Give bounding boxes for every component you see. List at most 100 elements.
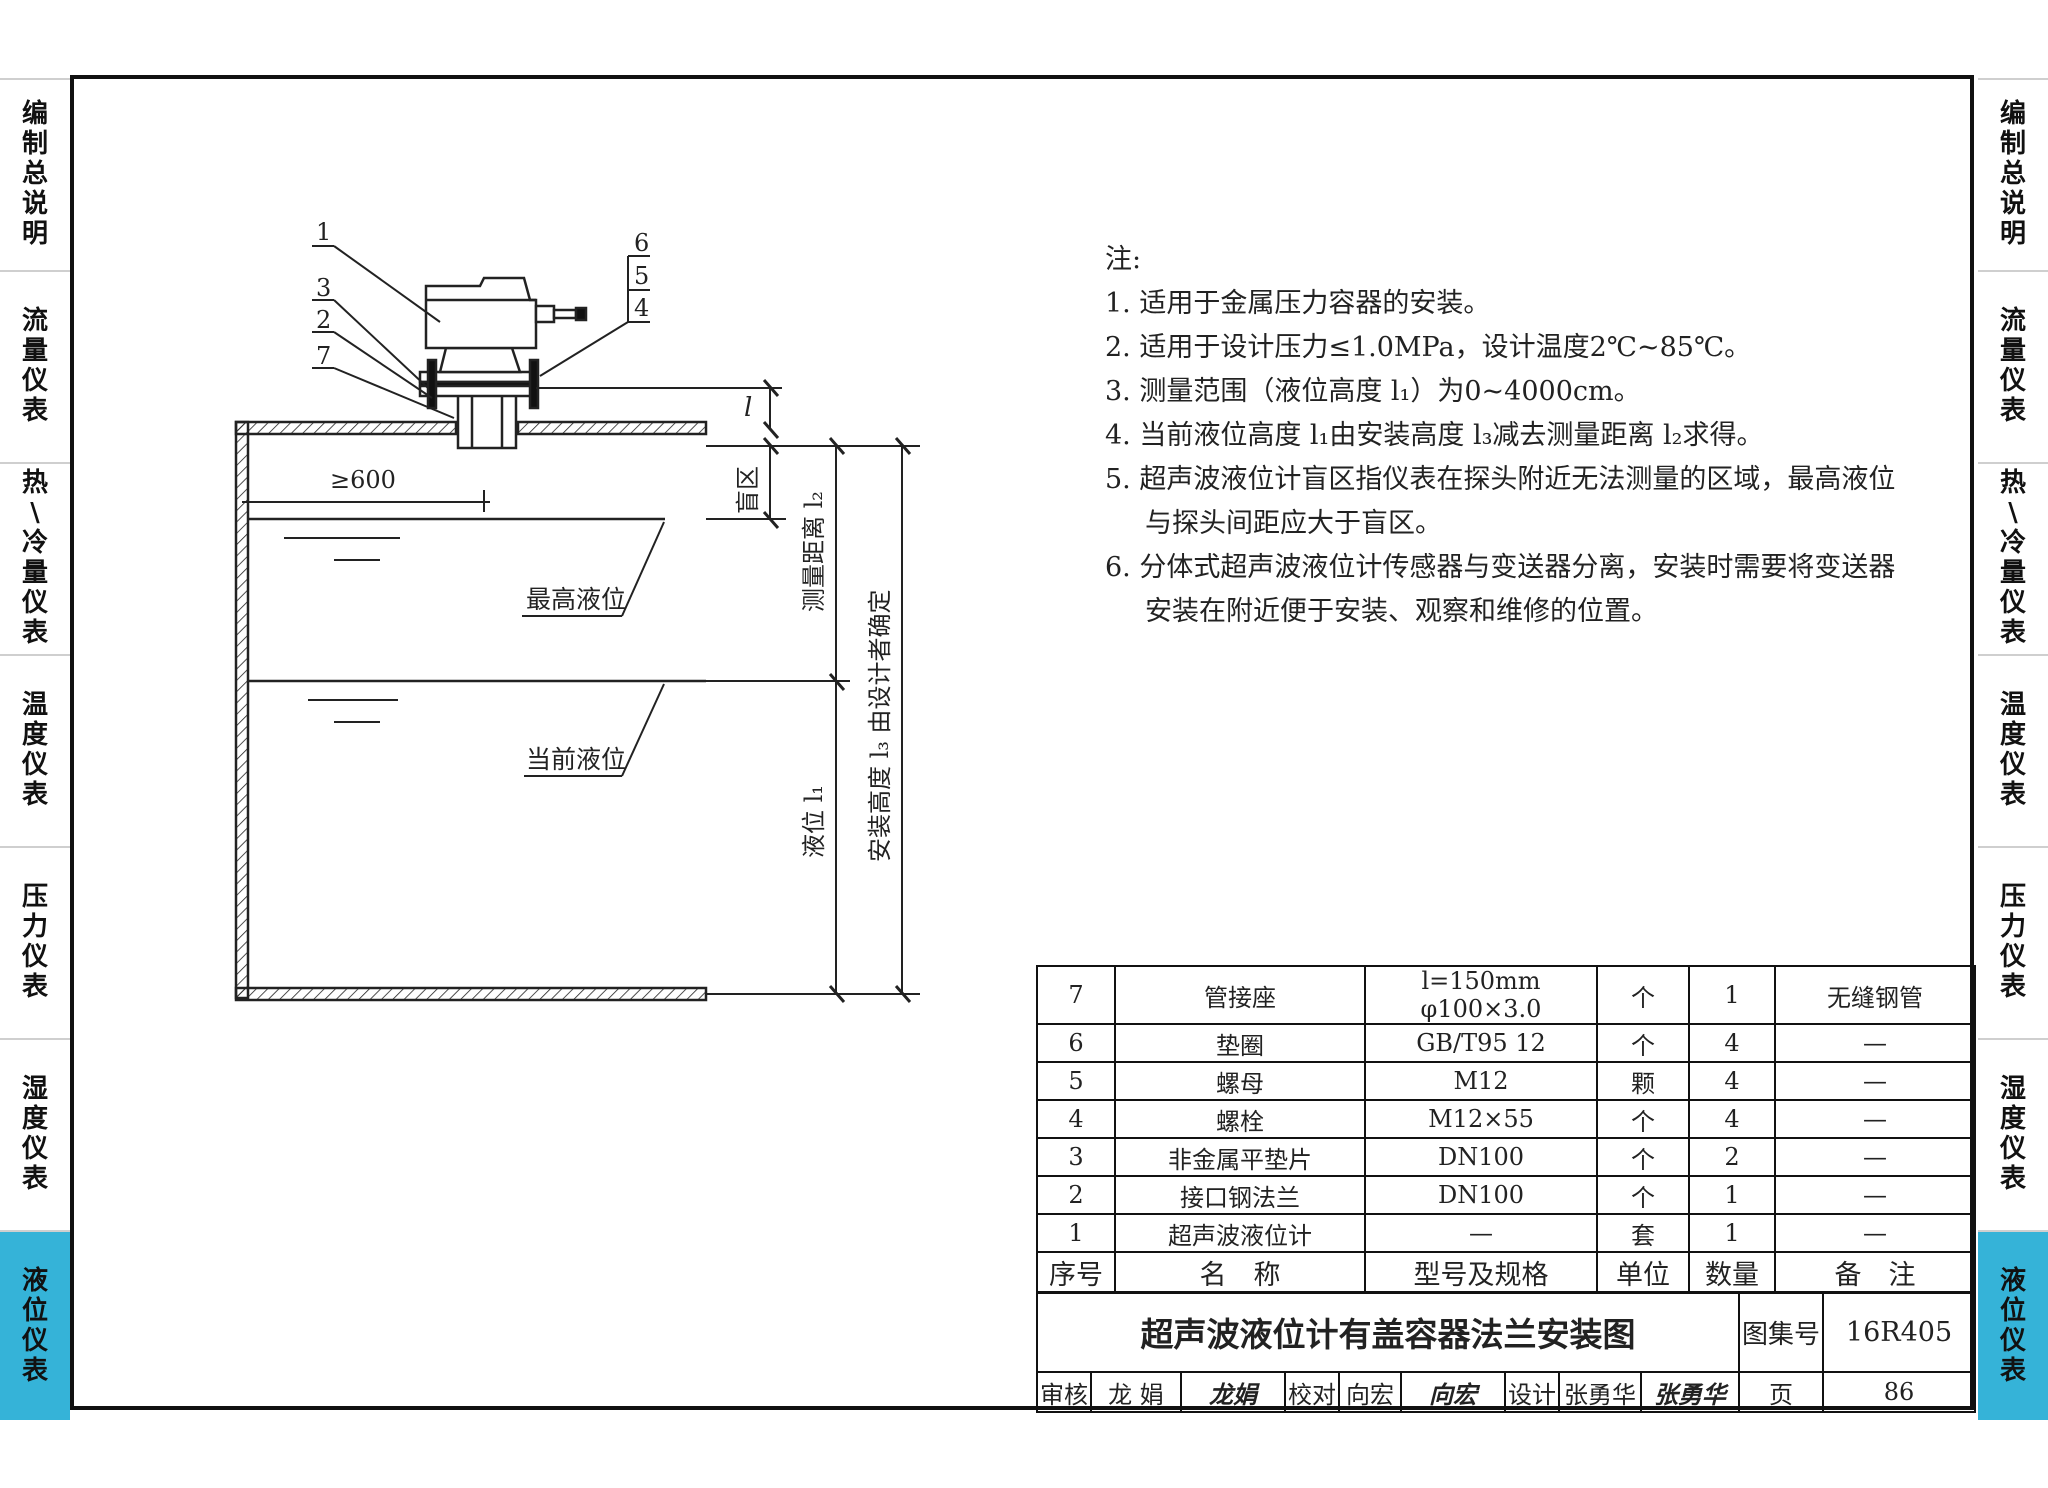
left-tab-2[interactable]: 热\冷量仪表 — [0, 462, 70, 652]
review-signature: 龙娟 — [1180, 1371, 1286, 1413]
notes-list: 1. 适用于金属压力容器的安装。2. 适用于设计压力≤1.0MPa，设计温度2℃… — [1105, 282, 1905, 634]
dim-min-distance: ≥600 — [330, 466, 396, 494]
dimension-lines — [242, 379, 920, 1003]
right-tab-3[interactable]: 温度仪表 — [1978, 654, 2048, 844]
left-tab-6[interactable]: 液位仪表 — [0, 1230, 70, 1420]
part-leaders — [312, 245, 650, 419]
table-header-cell: 备 注 — [1774, 1251, 1976, 1294]
check-label: 校对 — [1284, 1371, 1340, 1413]
note-item: 5. 超声波液位计盲区指仪表在探头附近无法测量的区域，最高液位与探头间距应大于盲… — [1105, 464, 1896, 539]
current-level-label: 当前液位 — [526, 745, 626, 774]
table-cell: 4 — [1036, 1099, 1116, 1139]
max-level-label: 最高液位 — [526, 585, 626, 614]
part-label-4: 4 — [634, 294, 649, 322]
right-tab-2[interactable]: 热\冷量仪表 — [1978, 462, 2048, 652]
left-tab-3[interactable]: 温度仪表 — [0, 654, 70, 844]
left-tab-0[interactable]: 编制总说明 — [0, 78, 70, 268]
table-cell: 颗 — [1596, 1061, 1690, 1101]
tab-label: 编制总说明 — [1999, 99, 2026, 249]
note-item: 2. 适用于设计压力≤1.0MPa，设计温度2℃~85℃。 — [1105, 332, 1752, 363]
part-label-7: 7 — [316, 342, 331, 370]
note-item: 4. 当前液位高度 l₁由安装高度 l₃减去测量距离 l₂求得。 — [1105, 420, 1764, 451]
note-item: 3. 测量范围（液位高度 l₁）为0~4000cm。 — [1105, 376, 1641, 407]
table-header-cell: 型号及规格 — [1364, 1251, 1598, 1294]
right-tab-5[interactable]: 湿度仪表 — [1978, 1038, 2048, 1228]
table-cell: 个 — [1596, 1137, 1690, 1177]
dimension-labels: ≥600 l 盲区 测量距离 l₂ 最高液位 当前液位 液位 l₁ 安装高度 l… — [330, 393, 894, 862]
review-label: 审核 — [1036, 1371, 1092, 1413]
tab-label: 液位仪表 — [1999, 1266, 2026, 1386]
table-cell: 1 — [1688, 1213, 1776, 1253]
notes-title: 注: — [1105, 244, 1142, 275]
table-cell: 管接座 — [1114, 965, 1366, 1025]
right-tab-0[interactable]: 编制总说明 — [1978, 78, 2048, 268]
table-cell: GB/T95 12 — [1364, 1023, 1598, 1063]
design-name: 张勇华 — [1558, 1371, 1642, 1413]
table-cell: DN100 — [1364, 1175, 1598, 1215]
part-number-labels: 1 3 2 7 6 5 4 — [316, 218, 649, 370]
tab-label: 湿度仪表 — [21, 1074, 48, 1194]
tab-label: 温度仪表 — [1999, 690, 2026, 810]
review-name: 龙 娟 — [1090, 1371, 1182, 1413]
tab-label: 湿度仪表 — [1999, 1074, 2026, 1194]
table-cell: M12×55 — [1364, 1099, 1598, 1139]
part-label-6: 6 — [634, 229, 649, 257]
check-name: 向宏 — [1338, 1371, 1402, 1413]
part-label-1: 1 — [316, 218, 331, 246]
left-tab-5[interactable]: 湿度仪表 — [0, 1038, 70, 1228]
table-header-cell: 数量 — [1688, 1251, 1776, 1294]
table-cell: 螺栓 — [1114, 1099, 1366, 1139]
side-tabs-left: 编制总说明流量仪表热\冷量仪表温度仪表压力仪表湿度仪表液位仪表 — [0, 78, 70, 1422]
vessel-top-wall-right — [516, 420, 708, 436]
atlas-label: 图集号 — [1738, 1291, 1825, 1373]
table-cell: 2 — [1036, 1175, 1116, 1215]
table-cell: 4 — [1688, 1061, 1776, 1101]
table-cell: 超声波液位计 — [1114, 1213, 1366, 1253]
part-label-2: 2 — [316, 306, 331, 334]
tab-label: 流量仪表 — [21, 306, 48, 426]
right-tab-6[interactable]: 液位仪表 — [1978, 1230, 2048, 1420]
ultrasonic-level-meter — [418, 276, 588, 450]
table-cell: DN100 — [1364, 1137, 1598, 1177]
table-cell: 个 — [1596, 1023, 1690, 1063]
table-cell: — — [1774, 1137, 1976, 1177]
table-cell: 4 — [1688, 1023, 1776, 1063]
table-cell: — — [1364, 1213, 1598, 1253]
table-cell: 1 — [1036, 1213, 1116, 1253]
right-tab-1[interactable]: 流量仪表 — [1978, 270, 2048, 460]
right-tab-4[interactable]: 压力仪表 — [1978, 846, 2048, 1036]
drawing-frame — [70, 75, 1974, 1410]
table-cell: l=150mm φ100×3.0 — [1364, 965, 1598, 1025]
tab-label: 热\冷量仪表 — [21, 468, 48, 648]
part-label-3: 3 — [316, 274, 331, 302]
table-cell: 个 — [1596, 965, 1690, 1025]
tab-label: 流量仪表 — [1999, 306, 2026, 426]
table-cell: 2 — [1688, 1137, 1776, 1177]
side-tabs-right: 编制总说明流量仪表热\冷量仪表温度仪表压力仪表湿度仪表液位仪表 — [1978, 78, 2048, 1422]
table-cell: 5 — [1036, 1061, 1116, 1101]
table-cell: — — [1774, 1213, 1976, 1253]
table-cell: 螺母 — [1114, 1061, 1366, 1101]
table-cell: 非金属平垫片 — [1114, 1137, 1366, 1177]
drawing-title: 超声波液位计有盖容器法兰安装图 — [1035, 1291, 1741, 1373]
table-cell: — — [1774, 1061, 1976, 1101]
install-height-label: 安装高度 l₃ 由设计者确定 — [866, 589, 894, 862]
table-header-cell: 单位 — [1596, 1251, 1690, 1294]
table-cell: 4 — [1688, 1099, 1776, 1139]
left-tab-1[interactable]: 流量仪表 — [0, 270, 70, 460]
table-cell: — — [1774, 1099, 1976, 1139]
notes: 注: 1. 适用于金属压力容器的安装。2. 适用于设计压力≤1.0MPa，设计温… — [1105, 238, 1905, 634]
table-cell: 个 — [1596, 1099, 1690, 1139]
table-header-row: 序号名 称型号及规格单位数量备 注 — [1036, 1251, 1976, 1294]
vessel-left-wall — [234, 420, 250, 1000]
tab-label: 温度仪表 — [21, 690, 48, 810]
table-cell: 无缝钢管 — [1774, 965, 1976, 1025]
tab-label: 液位仪表 — [21, 1266, 48, 1386]
left-tab-4[interactable]: 压力仪表 — [0, 846, 70, 1036]
